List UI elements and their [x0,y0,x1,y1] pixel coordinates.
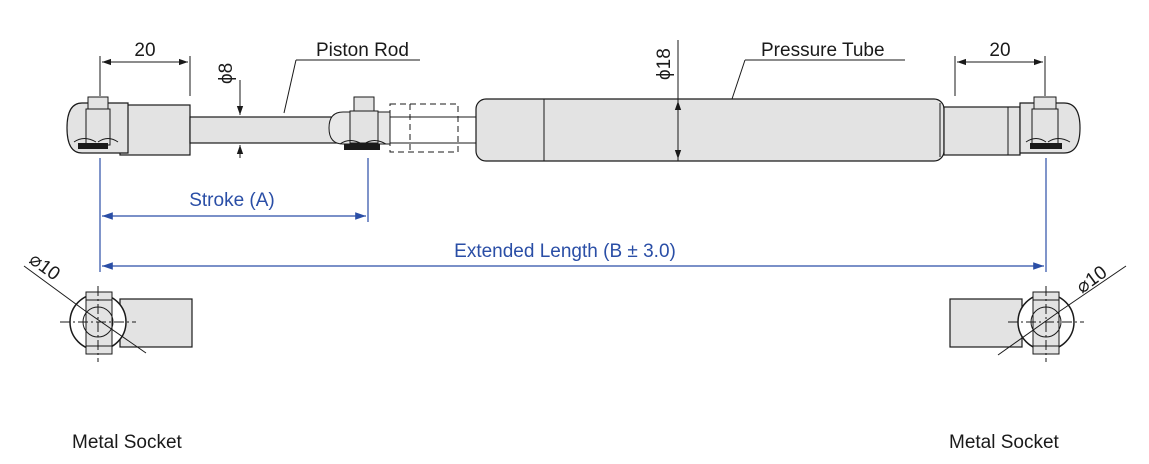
tube-diameter-label: ϕ18 [654,48,675,80]
left-socket-length-label: 20 [134,40,155,61]
piston-rod-label: Piston Rod [316,40,409,61]
right-socket-length-dimension: 20 [954,40,1046,96]
pressure-tube-label: Pressure Tube [761,40,885,61]
piston-rod-callout: Piston Rod [283,40,420,114]
extended-length-label: Extended Length (B ± 3.0) [454,241,676,262]
rod-diameter-dimension: ϕ8 [216,63,244,158]
stroke-dimension: Stroke (A) [99,158,369,272]
left-ball-diameter-label: ⌀10 [25,249,64,285]
left-socket-caption: Metal Socket [72,432,183,453]
stroke-label: Stroke (A) [189,190,275,211]
right-socket-caption: Metal Socket [949,432,1060,453]
right-metal-socket-detail: ⌀10 [949,262,1127,362]
pressure-tube-callout: Pressure Tube [731,40,905,100]
right-ball-diameter-label: ⌀10 [1073,262,1112,298]
tube-diameter-dimension: ϕ18 [654,40,682,161]
right-socket-length-label: 20 [989,40,1010,61]
gas-spring-body [66,96,1081,162]
left-socket-length-dimension: 20 [99,40,191,96]
extended-length-dimension: Extended Length (B ± 3.0) [102,158,1047,272]
left-metal-socket-detail: ⌀10 [23,249,193,362]
rod-diameter-label: ϕ8 [216,63,237,84]
